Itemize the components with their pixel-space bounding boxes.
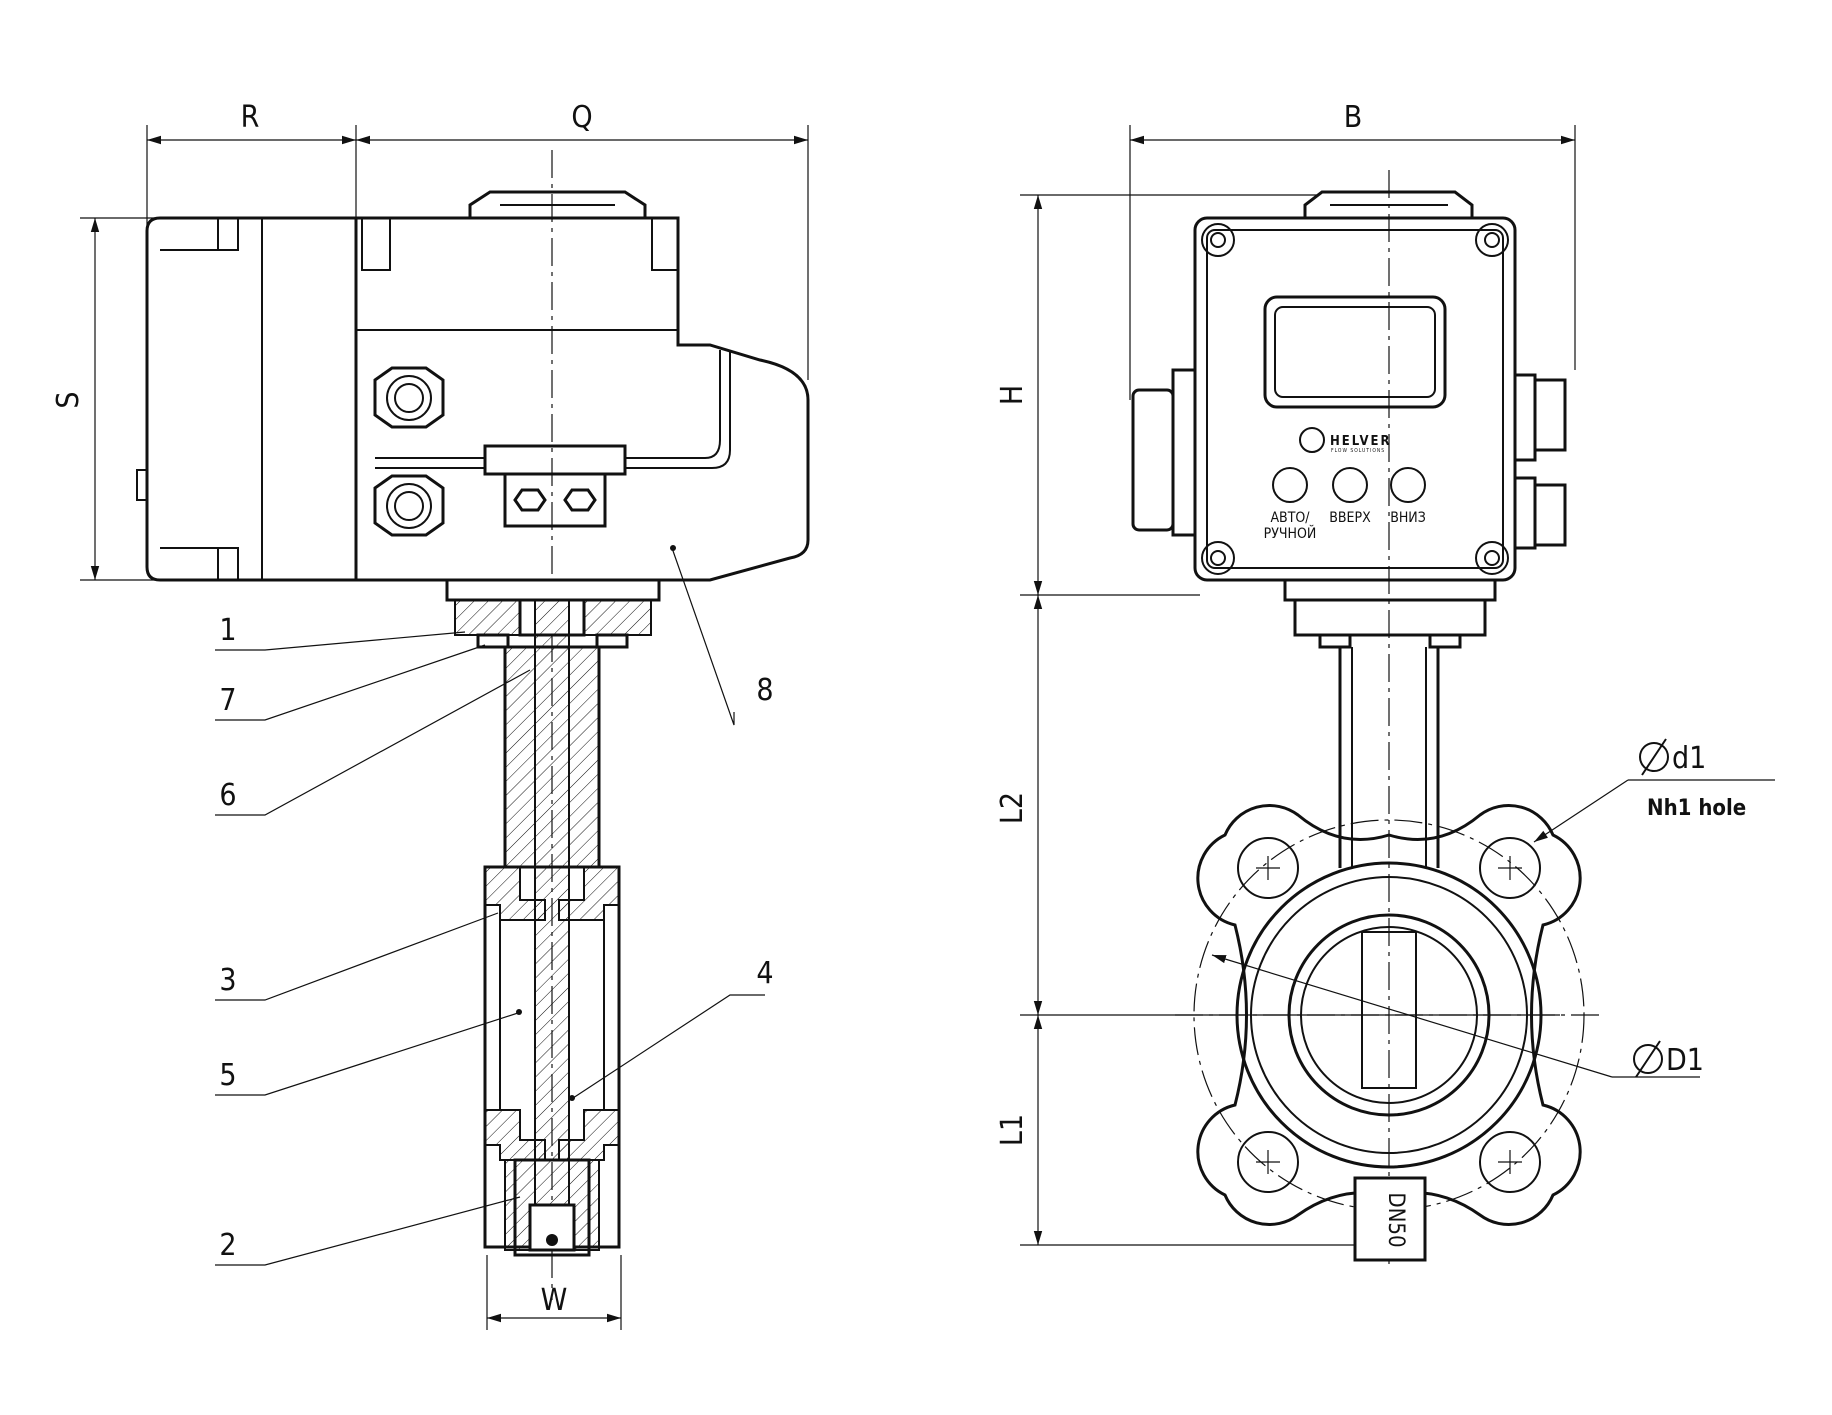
dim-nh-hole: Nh1 hole <box>1647 796 1746 821</box>
auto-manual-button <box>1272 467 1308 503</box>
dim-B: B <box>1344 100 1363 135</box>
button-label-auto: АВТО/ <box>1270 510 1310 526</box>
callout-5: 5 <box>219 1058 236 1093</box>
dn-marking: DN50 <box>1383 1192 1408 1247</box>
cable-gland-icon <box>373 366 445 429</box>
button-label-manual: РУЧНОЙ <box>1264 524 1317 542</box>
dim-W: W <box>541 1283 568 1318</box>
front-view: HELVER FLOW SOLUTIONS АВТО/ РУЧНОЙ ВВЕРХ… <box>1020 125 1775 1265</box>
dim-L2: L2 <box>995 792 1030 824</box>
callout-8: 8 <box>756 673 773 708</box>
callout-2: 2 <box>219 1228 236 1263</box>
brand-tagline: FLOW SOLUTIONS <box>1331 448 1385 454</box>
dim-D1: D1 <box>1666 1043 1704 1078</box>
dim-H: H <box>995 385 1030 405</box>
dim-Q: Q <box>571 100 592 135</box>
dim-L1: L1 <box>995 1114 1030 1146</box>
side-section-view <box>80 125 810 1330</box>
helver-logo: HELVER FLOW SOLUTIONS <box>1299 427 1392 454</box>
cable-gland-icon <box>373 474 445 537</box>
callout-6: 6 <box>219 778 236 813</box>
dim-d1: d1 <box>1672 741 1706 776</box>
button-label-down: ВНИЗ <box>1390 510 1426 526</box>
callout-7: 7 <box>219 683 236 718</box>
callout-4: 4 <box>756 956 773 991</box>
callout-3: 3 <box>219 963 236 998</box>
brand-name: HELVER <box>1330 434 1392 449</box>
dim-R: R <box>241 100 260 135</box>
down-button <box>1390 467 1426 503</box>
dim-S: S <box>51 391 86 408</box>
up-button <box>1332 467 1368 503</box>
button-label-up: ВВЕРХ <box>1329 510 1371 526</box>
callout-1: 1 <box>219 613 236 648</box>
